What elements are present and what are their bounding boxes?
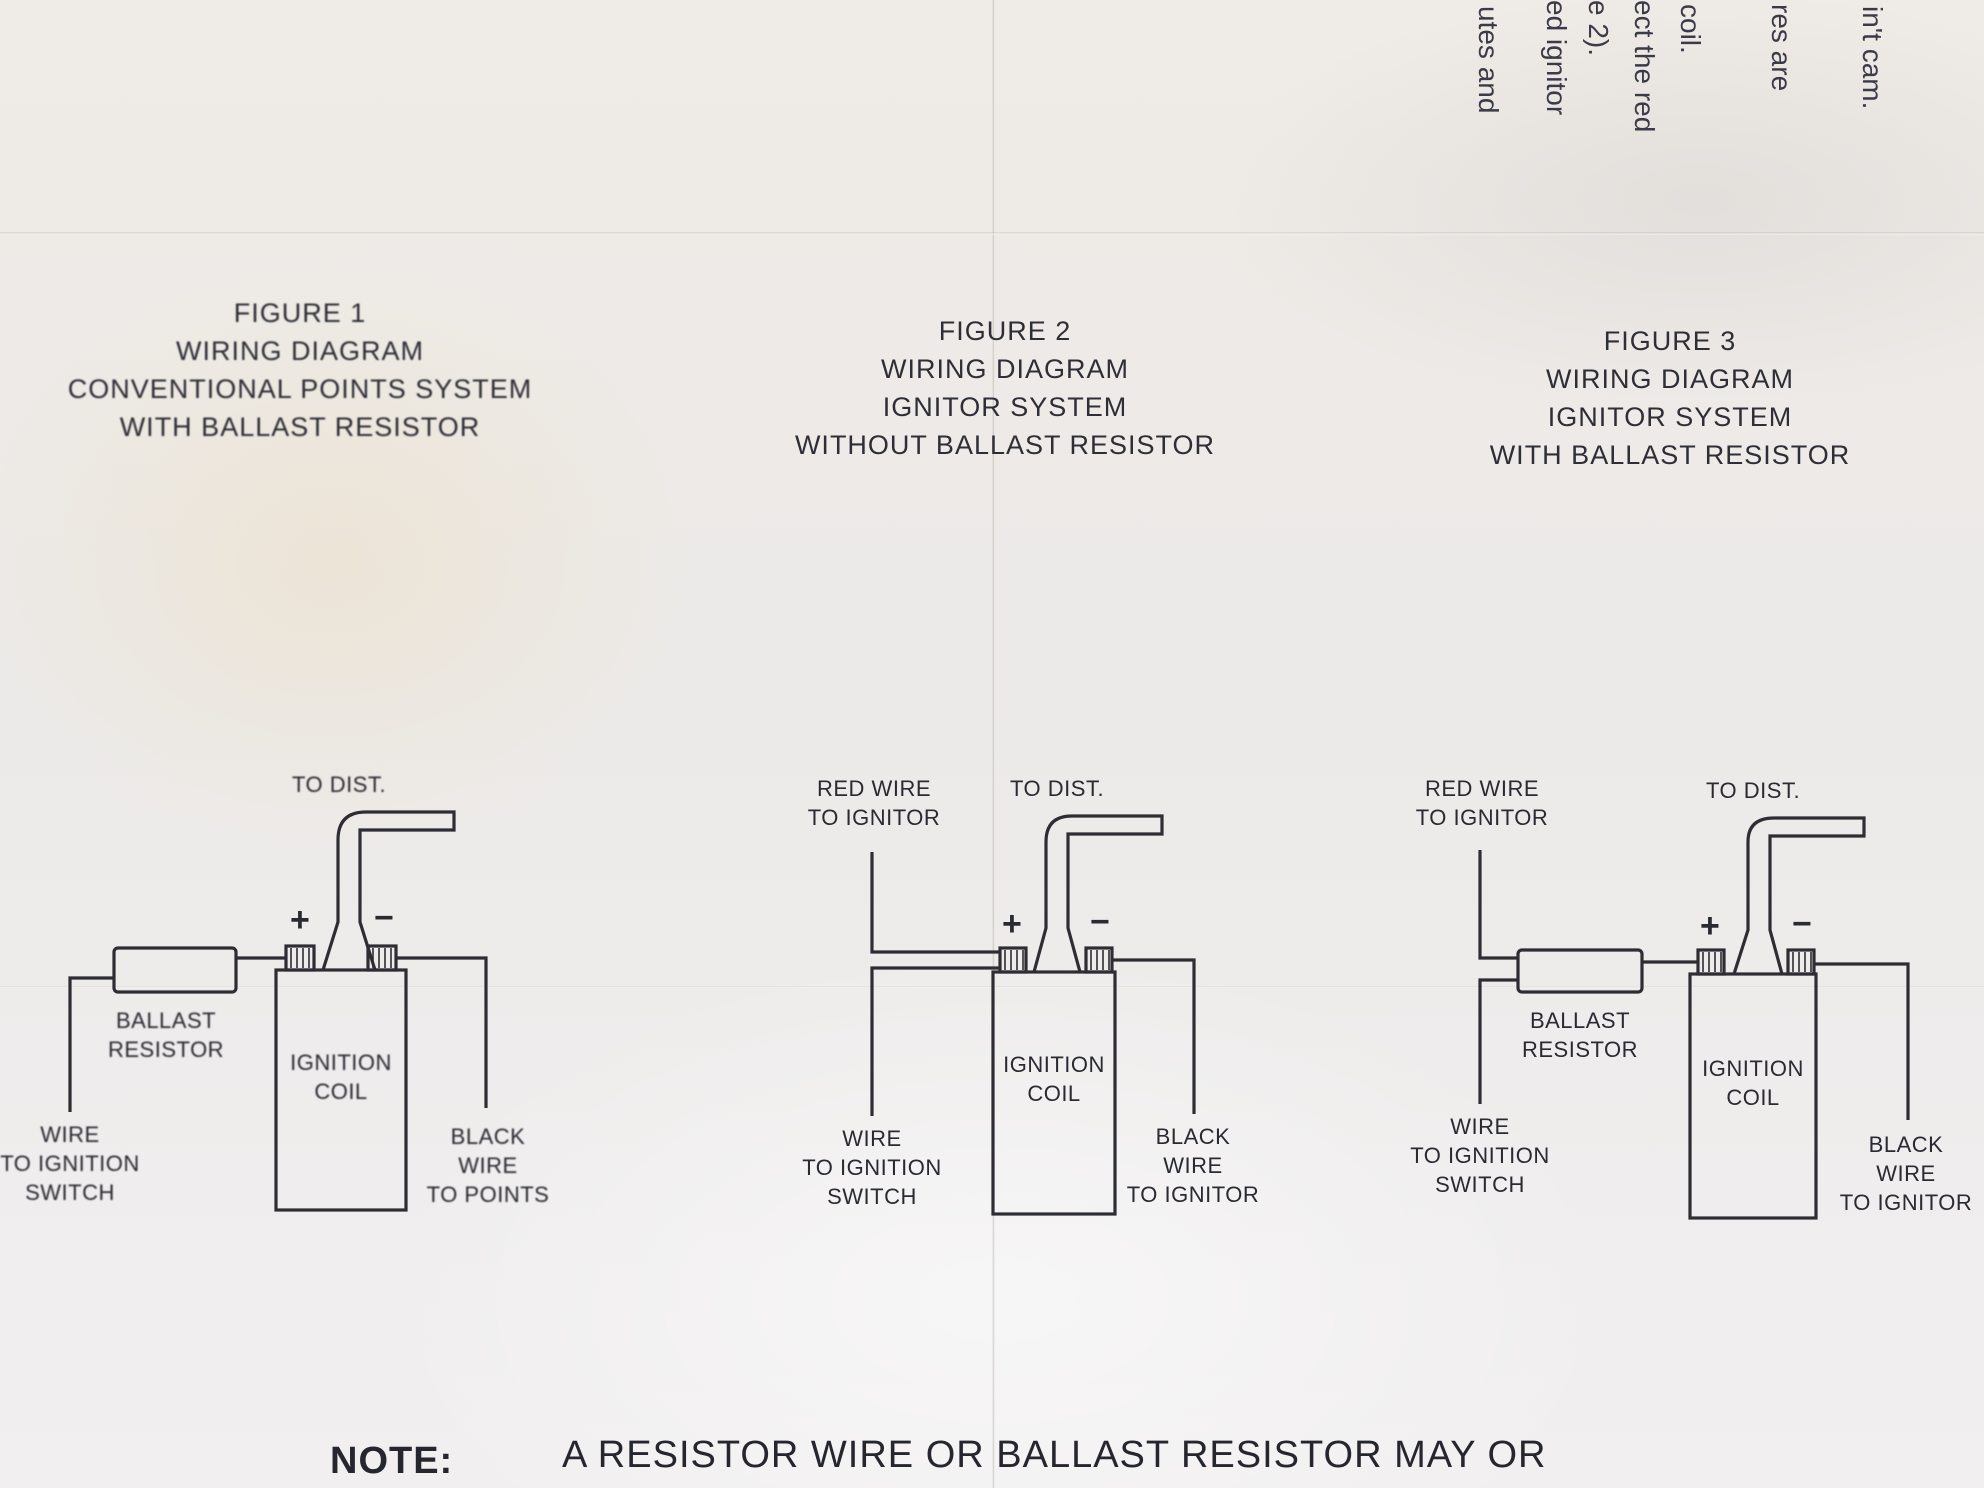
figure-2-wire-switch-line: SWITCH xyxy=(827,1184,917,1209)
figure-3-ballast-resistor xyxy=(1516,948,1644,994)
figure-2-black-wire-line: TO IGNITOR xyxy=(1126,1182,1260,1207)
figure-2-coil-label: IGNITION COIL xyxy=(996,1050,1112,1108)
figure-1-coil-label: IGNITION COIL xyxy=(285,1048,397,1106)
figure-3-plus-sign: + xyxy=(1700,907,1721,945)
figure-3-wire-switch-line: WIRE xyxy=(1450,1114,1510,1139)
figure-1-wire-switch-line: WIRE xyxy=(40,1122,100,1147)
figure-3-minus-sign: − xyxy=(1792,905,1813,943)
figure-2-black-wire-line: WIRE xyxy=(1163,1153,1223,1178)
figure-3-ballast-label-line: RESISTOR xyxy=(1521,1037,1639,1062)
figure-3-red-wire xyxy=(1478,850,1518,960)
figure-3-title-line: WITH BALLAST RESISTOR xyxy=(1489,440,1851,470)
figure-3-black-wire-line: TO IGNITOR xyxy=(1839,1190,1973,1215)
figure-3-red-wire-label: RED WIRE TO IGNITOR xyxy=(1408,774,1556,832)
figure-3-wire-switch-label: WIRE TO IGNITION SWITCH xyxy=(1402,1112,1558,1199)
figure-1-title-line: FIGURE 1 xyxy=(233,298,367,328)
figure-2-title-line: IGNITOR SYSTEM xyxy=(882,392,1128,422)
figure-2-red-wire-line: TO IGNITOR xyxy=(807,805,941,830)
figure-1-title-line: CONVENTIONAL POINTS SYSTEM xyxy=(67,374,533,404)
figure-3-black-wire-line: BLACK xyxy=(1868,1132,1944,1157)
note-text: A RESISTOR WIRE OR BALLAST RESISTOR MAY … xyxy=(562,1434,1547,1476)
figure-2-wire-switch-line: TO IGNITION xyxy=(802,1155,942,1180)
figure-1-minus-sign: − xyxy=(374,899,395,937)
figure-3-title-line: FIGURE 3 xyxy=(1603,326,1737,356)
figure-3-ballast-label-line: BALLAST xyxy=(1529,1008,1631,1033)
figure-3-title-line: IGNITOR SYSTEM xyxy=(1547,402,1793,432)
figure-1-title-line: WIRING DIAGRAM xyxy=(176,336,424,366)
figure-3-coil-label: IGNITION COIL xyxy=(1694,1054,1812,1112)
figure-3-title: FIGURE 3 WIRING DIAGRAM IGNITOR SYSTEM W… xyxy=(1400,322,1940,474)
figure-1-wire-switch-line: SWITCH xyxy=(25,1180,115,1205)
figure-2-plus-terminal xyxy=(998,946,1028,974)
fold-crease-vertical xyxy=(992,0,995,1488)
figure-2-black-wire xyxy=(1112,958,1196,1114)
figure-1-black-wire-line: WIRE xyxy=(458,1153,518,1178)
figure-1-coil-label-line: COIL xyxy=(314,1079,368,1104)
figure-3-wire-to-switch xyxy=(1478,978,1518,1104)
figure-2-title-line: WITHOUT BALLAST RESISTOR xyxy=(794,430,1216,460)
figure-2-red-wire-label: RED WIRE TO IGNITOR xyxy=(800,774,948,832)
figure-2-red-wire-line: RED WIRE xyxy=(817,776,931,801)
figure-3-ignition-coil xyxy=(1688,972,1818,1220)
figure-2-black-wire-line: BLACK xyxy=(1155,1124,1231,1149)
figure-2-plus-sign: + xyxy=(1002,905,1023,943)
figure-2-wire-to-switch xyxy=(870,966,1000,1116)
figure-1-black-wire-line: TO POINTS xyxy=(426,1182,550,1207)
figure-2-title-line: FIGURE 2 xyxy=(938,316,1072,346)
figure-1-ballast-label: BALLAST RESISTOR xyxy=(108,1006,224,1064)
figure-3-plus-terminal xyxy=(1696,948,1726,976)
figure-3-title-line: WIRING DIAGRAM xyxy=(1546,364,1794,394)
fold-crease-horizontal xyxy=(0,232,1984,235)
figure-2-drawing xyxy=(870,814,1196,1216)
figure-3-drawing xyxy=(1478,816,1910,1220)
figure-1-title-line: WITH BALLAST RESISTOR xyxy=(119,412,481,442)
figure-3-black-wire xyxy=(1814,962,1910,1120)
figure-1-wire-to-switch xyxy=(68,976,114,1112)
figure-3-red-wire-line: RED WIRE xyxy=(1425,776,1539,801)
figure-3-coil-label-line: IGNITION xyxy=(1702,1056,1804,1081)
figure-2-minus-sign: − xyxy=(1090,903,1111,941)
figure-3-coil-label-line: COIL xyxy=(1726,1085,1780,1110)
figure-3-red-wire-line: TO IGNITOR xyxy=(1415,805,1549,830)
figure-3-ballast-label: BALLAST RESISTOR xyxy=(1512,1006,1648,1064)
figure-3-to-dist-label: TO DIST. xyxy=(1706,778,1801,803)
figure-2-coil-label-line: COIL xyxy=(1027,1081,1081,1106)
figure-1-coil-label-line: IGNITION xyxy=(290,1050,392,1075)
figure-2-coil-label-line: IGNITION xyxy=(1003,1052,1105,1077)
figure-1-black-wire xyxy=(396,956,488,1108)
note-label: NOTE: xyxy=(330,1440,454,1482)
figure-2-title: FIGURE 2 WIRING DIAGRAM IGNITOR SYSTEM W… xyxy=(730,312,1280,464)
figure-1-ballast-label-line: RESISTOR xyxy=(108,1037,225,1062)
figure-2-black-wire-label: BLACK WIRE TO IGNITOR xyxy=(1122,1122,1264,1209)
figure-1-ballast-label-line: BALLAST xyxy=(115,1008,217,1033)
figure-1-black-wire-line: BLACK xyxy=(450,1124,526,1149)
figure-2-wire-switch-label: WIRE TO IGNITION SWITCH xyxy=(794,1124,950,1211)
figure-3-wire-switch-line: SWITCH xyxy=(1435,1172,1525,1197)
figure-2-minus-terminal xyxy=(1084,946,1114,974)
figure-1-drawing xyxy=(68,810,488,1212)
figure-2-to-dist-label: TO DIST. xyxy=(1010,776,1105,801)
figure-1-wire-switch-line: TO IGNITION xyxy=(0,1151,140,1176)
figure-1-wire-switch-label: WIRE TO IGNITION SWITCH xyxy=(0,1120,140,1207)
figure-3-black-wire-line: WIRE xyxy=(1876,1161,1936,1186)
figure-3-coil-tower xyxy=(1732,816,1866,975)
figure-1-title: FIGURE 1 WIRING DIAGRAM CONVENTIONAL POI… xyxy=(20,294,580,446)
figure-1-to-dist-label: TO DIST. xyxy=(292,772,387,797)
figure-1-black-wire-label: BLACK WIRE TO POINTS xyxy=(418,1122,558,1209)
figure-1-ballast-resistor xyxy=(112,946,238,994)
figure-2-title-line: WIRING DIAGRAM xyxy=(881,354,1129,384)
figure-2-red-wire xyxy=(870,852,1000,954)
figure-2-coil-tower xyxy=(1032,814,1164,973)
figure-3-minus-terminal xyxy=(1786,948,1816,976)
figure-1-ignition-coil xyxy=(274,968,408,1212)
figure-2-wire-switch-line: WIRE xyxy=(842,1126,902,1151)
figure-1-plus-sign: + xyxy=(290,901,311,939)
figure-1-coil-tower xyxy=(321,810,456,971)
figure-3-black-wire-label: BLACK WIRE TO IGNITOR xyxy=(1836,1130,1976,1217)
figure-3-wire-switch-line: TO IGNITION xyxy=(1410,1143,1550,1168)
figure-2-ignition-coil xyxy=(991,970,1117,1216)
